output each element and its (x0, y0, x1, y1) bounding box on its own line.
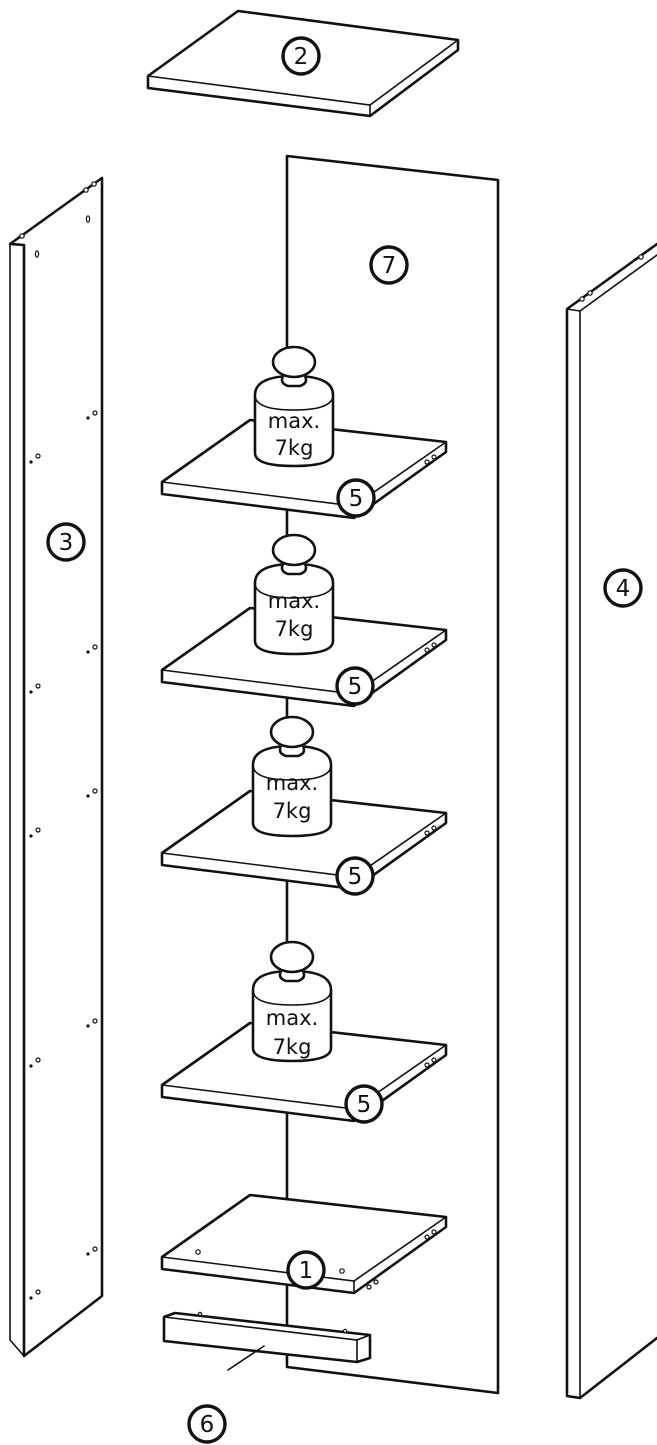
badge-5-label-1: 5 (349, 486, 364, 512)
badge-5-shelf-2: 5 (335, 666, 375, 706)
weight-3-label-line2: 7kg (273, 799, 312, 823)
bottom-panel (160, 1193, 448, 1295)
weight-1: max. 7kg (253, 345, 335, 468)
badge-1: 1 (286, 1250, 326, 1290)
badge-7-label: 7 (382, 253, 397, 279)
badge-3: 3 (46, 522, 86, 562)
weight-4-label-line2: 7kg (273, 1035, 312, 1059)
badge-6-label: 6 (200, 1412, 215, 1438)
badge-5-label-3: 5 (348, 864, 363, 890)
weight-1-label-line1: max. (268, 409, 320, 433)
badge-3-label: 3 (59, 530, 74, 556)
badge-5-shelf-3: 5 (335, 856, 375, 896)
badge-5-label-4: 5 (357, 1092, 372, 1118)
weight-2: max. 7kg (253, 533, 335, 656)
badge-2-label: 2 (294, 44, 309, 70)
badge-7: 7 (369, 245, 409, 285)
weight-3: max. 7kg (251, 715, 333, 838)
badge-1-label: 1 (299, 1258, 314, 1284)
weight-1-label-line2: 7kg (275, 436, 314, 460)
badge-5-shelf-1: 5 (336, 478, 376, 518)
shelf-3 (160, 789, 448, 891)
weight-2-label-line1: max. (268, 589, 320, 613)
badge-5-label-2: 5 (348, 674, 363, 700)
weight-4-label-line1: max. (266, 1006, 318, 1030)
badge-2: 2 (281, 36, 321, 76)
right-side-panel (565, 242, 657, 1400)
weight-2-label-line2: 7kg (275, 617, 314, 641)
left-side-panel (8, 176, 104, 1358)
badge-4-label: 4 (616, 576, 631, 602)
shelf-pin-holes (29, 410, 98, 1300)
badge-6: 6 (187, 1404, 227, 1444)
weight-3-label-line1: max. (266, 771, 318, 795)
weight-4: max. 7kg (251, 940, 333, 1063)
badge-5-shelf-4: 5 (344, 1084, 384, 1124)
plinth (162, 1311, 372, 1371)
badge-4: 4 (603, 568, 643, 608)
shelf-2 (160, 606, 448, 708)
